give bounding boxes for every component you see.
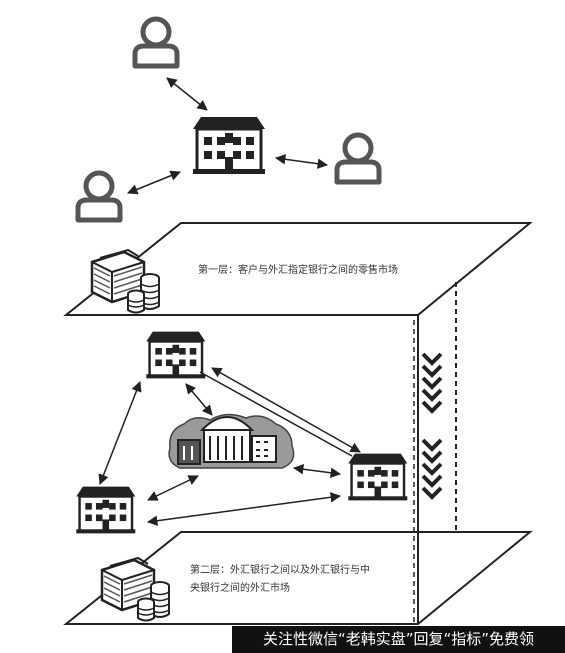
layer2-caption-line1: 第二层：外汇银行之间以及外汇银行与中 xyxy=(190,565,370,576)
arrow xyxy=(98,381,142,485)
arrow xyxy=(147,475,199,501)
watermark-banner: 关注性微信“老韩实盘”回复“指标”免费领 xyxy=(232,626,565,653)
customer-icon xyxy=(337,135,379,182)
arrow xyxy=(166,77,208,111)
layer2-caption-line2: 央银行之间的外汇市场 xyxy=(190,583,290,594)
customer-icon xyxy=(135,19,177,66)
down-chevron-icon xyxy=(421,352,443,413)
customer-icon xyxy=(78,173,120,220)
bank-icon xyxy=(75,485,137,535)
arrow xyxy=(274,154,329,169)
arrow xyxy=(211,367,361,453)
arrow xyxy=(146,492,342,526)
down-chevron-icon xyxy=(421,438,443,499)
arrow xyxy=(292,464,342,478)
bank-icon xyxy=(145,330,207,380)
arrow xyxy=(199,371,353,457)
central-bank-icon xyxy=(168,413,295,469)
arrow xyxy=(185,383,213,416)
arrow xyxy=(127,170,181,195)
bank-icon xyxy=(347,452,409,502)
bank-icon xyxy=(191,115,267,176)
layer1-caption: 第一层：客户与外汇指定银行之间的零售市场 xyxy=(198,265,398,276)
